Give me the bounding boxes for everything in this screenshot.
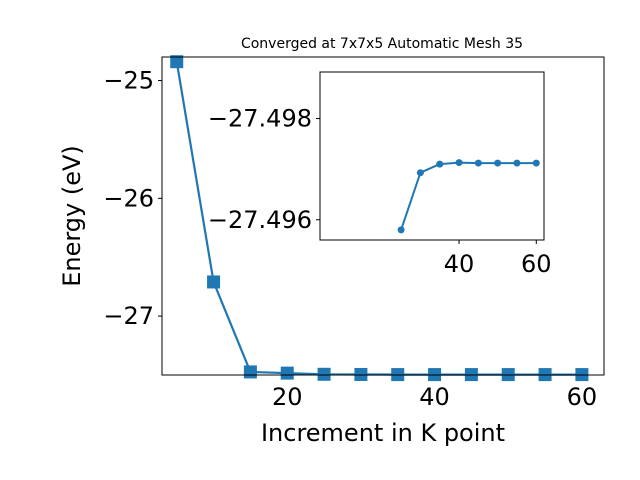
chart-title: Converged at 7x7x5 Automatic Mesh 35 (241, 36, 523, 52)
main-data-point (317, 367, 331, 381)
main-y-tick-label: −27 (103, 302, 154, 330)
main-axes-frame (161, 56, 605, 376)
inset-data-point (494, 159, 502, 167)
inset-data-point (397, 226, 405, 234)
main-data-point (207, 275, 221, 289)
main-data-point (170, 55, 184, 69)
inset-y-tick-label: −27.498 (208, 105, 312, 133)
inset-data-point (416, 169, 424, 177)
inset-background (320, 72, 544, 240)
inset-axes-frame (319, 71, 545, 241)
main-y-tick-label: −25 (103, 67, 154, 95)
main-data-point (280, 366, 294, 380)
inset-y-tick-label: −27.496 (208, 206, 312, 234)
main-chart: Converged at 7x7x5 Automatic Mesh 35 20 4… (58, 36, 605, 447)
y-axis-label: Energy (eV) (58, 145, 86, 287)
inset-data-point (513, 159, 521, 167)
inset-chart: 40 60 −27.496 −27.498 (208, 71, 552, 278)
inset-series-markers (397, 159, 540, 234)
main-x-tick-label: 20 (272, 383, 303, 411)
main-axis-ticks: 20 40 60 −27 −26 −25 (103, 67, 597, 411)
inset-data-point (436, 160, 444, 168)
main-data-point (354, 367, 368, 381)
main-x-tick-label: 40 (419, 383, 450, 411)
inset-data-point (532, 159, 540, 167)
inset-axis-ticks: 40 60 −27.496 −27.498 (208, 105, 552, 278)
inset-data-point (455, 159, 463, 167)
main-y-tick-label: −26 (103, 184, 154, 212)
x-axis-label: Increment in K point (261, 419, 505, 447)
inset-x-tick-label: 60 (521, 250, 552, 278)
main-data-point (243, 365, 257, 379)
inset-data-point (474, 159, 482, 167)
inset-x-tick-label: 40 (444, 250, 475, 278)
main-x-tick-label: 60 (567, 383, 598, 411)
